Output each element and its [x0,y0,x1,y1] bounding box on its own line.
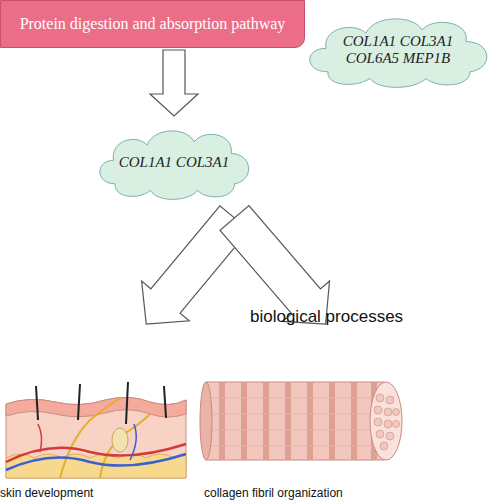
cloud-outline [310,19,487,87]
node-text: COL1A1 COL3A1 [109,154,239,171]
block-arrow [150,50,198,116]
gene-cloud: COL1A1 COL3A1 [90,120,258,204]
figure-label: skin development [0,486,130,500]
cloud-outline [100,131,249,199]
skin-illustration [6,382,186,478]
figure-label: collagen fibril organization [204,486,404,500]
pathway-box: Protein digestion and absorption pathway [0,0,305,48]
group-label: biological processes [250,307,403,327]
block-arrow [220,206,329,324]
node-text: COL1A1 COL3A1 COL6A5 MEP1B [339,33,457,67]
process-figure: collagen fibril organization [198,370,418,502]
collagen-fibril-illustration [200,382,402,460]
node-text: Protein digestion and absorption pathway [3,15,303,33]
gene-cloud: COL1A1 COL3A1 COL6A5 MEP1B [298,8,498,92]
process-figure: skin development [0,330,195,502]
